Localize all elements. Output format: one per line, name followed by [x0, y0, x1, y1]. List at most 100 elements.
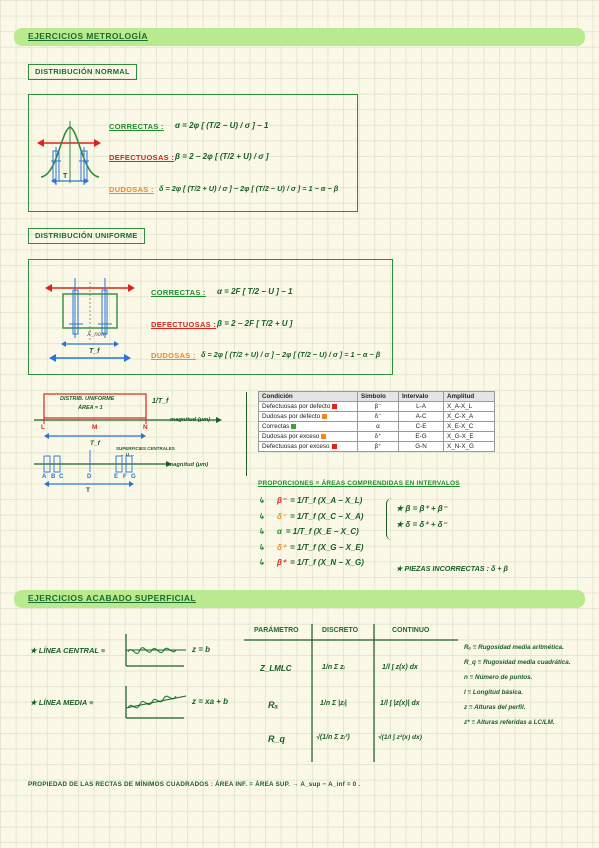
proporcion-symbol: β⁺ — [276, 558, 287, 567]
cell-int: G-N — [398, 441, 444, 452]
point-F: F — [123, 474, 127, 480]
note-n: n ≡ Número de puntos. — [464, 674, 533, 681]
proporcion-formula: = 1/T_f (X_E − X_C) — [285, 527, 359, 536]
cell-sym: δ⁻ — [357, 411, 399, 422]
discreto-zlmlc: 1/n Σ zᵢ — [322, 664, 345, 671]
uniforme-defectuosas-formula: β = 2 − 2F [ T/2 + U ] — [217, 319, 293, 328]
brace — [386, 498, 395, 540]
parameter-table: PARÁMETRO DISCRETO CONTINUO Z_LMLC 1/n Σ… — [244, 622, 458, 762]
color-marker-icon — [331, 443, 337, 449]
note-rq: R_q ≡ Rugosidad media cuadrática. — [464, 659, 571, 666]
cell-condicion: Dudosas por exceso — [258, 431, 358, 442]
linea-media-plot — [125, 686, 187, 719]
param-ra: Rₐ — [268, 700, 278, 710]
point-N: N — [143, 424, 148, 431]
discreto-ra: 1/n Σ |zᵢ| — [320, 700, 347, 707]
color-marker-icon — [321, 433, 327, 439]
cell-amp: X_A-X_L — [443, 401, 495, 412]
proporcion-item: ↳ α= 1/T_f (X_E − X_C) — [258, 527, 398, 543]
discreto-rq: √(1/n Σ zᵢ²) — [316, 734, 350, 741]
cell-int: C-E — [398, 421, 444, 432]
proporcion-formula: = 1/T_f (X_N − X_G) — [290, 558, 364, 567]
condicion-text: Correctas — [262, 423, 290, 430]
uniforme-defectuosas-label: DEFECTUOSAS : — [151, 320, 217, 329]
proporciones-title: PROPORCIONES ≡ ÁREAS COMPRENDIDAS EN INT… — [258, 480, 460, 487]
normal-correctas-label: CORRECTAS : — [109, 122, 164, 131]
section-title: EJERCICIOS ACABADO SUPERFICIAL — [28, 593, 197, 603]
arrow-icon: ↳ — [258, 542, 267, 552]
cell-int: E-G — [398, 431, 444, 442]
proporcion-item: ↳ δ⁺= 1/T_f (X_G − X_E) — [258, 543, 398, 559]
magnitud-label-1: magnitud (μm) — [170, 417, 211, 423]
height-label: 1/T_f — [152, 398, 169, 405]
point-G: G — [131, 474, 136, 480]
col-intervalo: Intervalo — [398, 391, 444, 402]
proporcion-item: ↳ β⁻= 1/T_f (X_A − X_L) — [258, 496, 398, 512]
point-D: D — [87, 474, 92, 480]
param-header: PARÁMETRO — [254, 627, 299, 634]
point-C: C — [59, 474, 64, 480]
uniforme-box: X_nom T_f CORRECTAS : α = 2F [ T/2 − U ]… — [28, 259, 393, 375]
point-E: E — [114, 474, 119, 480]
area-label: ÁREA = 1 — [78, 405, 103, 411]
normal-dudosas-formula: δ = 2φ [ (T/2 + U) / σ ] − 2φ [ (T/2 − U… — [159, 184, 339, 193]
uniform-dist-icon — [45, 278, 135, 362]
cell-sym: δ⁺ — [357, 431, 399, 442]
color-marker-icon — [332, 403, 338, 409]
point-B: B — [51, 474, 56, 480]
distrib-uniforme-label: DISTRIB. UNIFORME — [60, 396, 115, 402]
arrow-icon: ↳ — [258, 558, 267, 567]
param-rq: R_q — [268, 734, 286, 744]
proporciones-list: ↳ β⁻= 1/T_f (X_A − X_L)↳ δ⁻= 1/T_f (X_C … — [258, 496, 398, 574]
proporcion-symbol: α — [276, 527, 282, 536]
delta-sum: ★ δ = δ⁺ + δ⁻ — [396, 520, 447, 529]
lm-equation: z = xa + b — [192, 697, 229, 706]
cell-sym: β⁺ — [357, 441, 399, 452]
proporcion-item: ↳ β⁺= 1/T_f (X_N − X_G) — [258, 558, 398, 574]
cell-sym: α — [357, 421, 399, 432]
section-header-metrologia: EJERCICIOS METROLOGÍA — [14, 28, 585, 46]
note-z: z ≡ Alturas del perfil. — [464, 704, 526, 711]
proporcion-symbol: δ⁻ — [276, 511, 287, 521]
point-L: L — [41, 424, 45, 431]
arrow-icon: ↳ — [258, 496, 267, 505]
note-ra: Rₐ ≡ Rugosidad media aritmética. — [464, 644, 564, 651]
superficies-sub: ↔ U ↔ — [120, 452, 135, 457]
xnom-label: X_nom — [87, 332, 107, 338]
diagram-t-label: T — [86, 487, 90, 494]
section-title: EJERCICIOS METROLOGÍA — [28, 31, 148, 41]
point-A: A — [42, 474, 47, 480]
uniforme-tf-label: T_f — [89, 348, 100, 355]
linea-central-plot — [125, 634, 186, 667]
cell-amp: X_G-X_E — [443, 431, 495, 442]
uniforme-correctas-label: CORRECTAS : — [151, 288, 206, 297]
normal-dudosas-label: DUDOSAS : — [109, 185, 154, 194]
cell-condicion: Defectuosas por defecto — [258, 401, 358, 412]
proporcion-item: ↳ δ⁻= 1/T_f (X_C − X_A) — [258, 512, 398, 528]
uniforme-correctas-formula: α = 2F [ T/2 − U ] − 1 — [217, 287, 293, 296]
uniforme-dudosas-formula: δ = 2φ [ (T/2 + U) / σ ] − 2φ [ (T/2 − U… — [201, 350, 381, 359]
divider — [246, 392, 248, 476]
normal-title-box: DISTRIBUCIÓN NORMAL — [28, 64, 137, 80]
continuo-ra: 1/l ∫ |z(x)| dx — [380, 700, 420, 707]
normal-box: T CORRECTAS : α = 2φ [ (T/2 − U) / σ ] −… — [28, 94, 358, 212]
cell-condicion: Dudosas por defecto — [258, 411, 358, 422]
superficies-label: SUPERFICIES CENTRALES — [116, 446, 175, 451]
normal-defectuosas-formula: β = 2 − 2φ [ (T/2 + U) / σ ] — [175, 152, 269, 161]
continuo-zlmlc: 1/l ∫ z(x) dx — [382, 664, 418, 671]
param-zlmlc: Z_LMLC — [260, 664, 292, 673]
col-amplitud: Amplitud — [443, 391, 495, 402]
cell-amp: X_E-X_C — [443, 421, 495, 432]
section-header-acabado: EJERCICIOS ACABADO SUPERFICIAL — [14, 590, 585, 608]
conditions-table: Condición Símbolo Intervalo Amplitud Def… — [258, 391, 495, 452]
color-marker-icon — [322, 413, 328, 419]
col-condicion: Condición — [258, 391, 358, 402]
table-header-row: Condición Símbolo Intervalo Amplitud — [258, 391, 495, 402]
continuo-rq: √(1/l ∫ z²(x) dx) — [378, 734, 422, 741]
diagram-tf-label: T_f — [90, 440, 100, 447]
cell-amp: X_N-X_G — [443, 441, 495, 452]
